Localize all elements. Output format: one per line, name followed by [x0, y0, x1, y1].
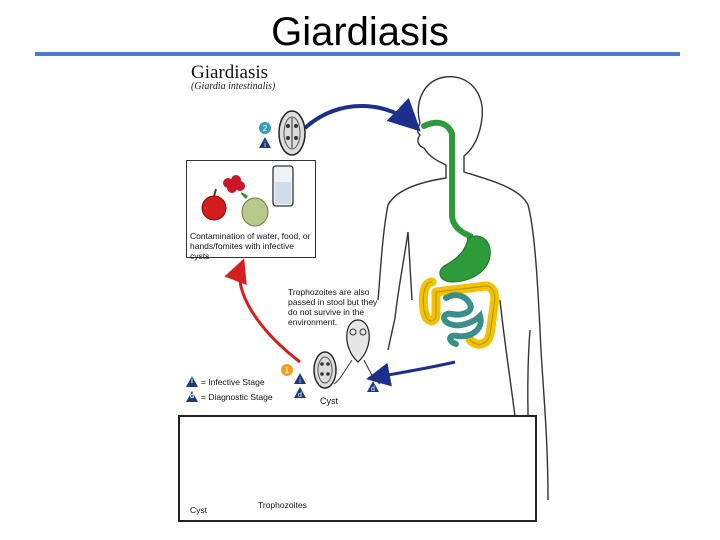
svg-text:2: 2 — [263, 124, 268, 133]
water-glass-illustration — [272, 165, 294, 207]
legend-diagnostic-label: = Diagnostic Stage — [201, 391, 273, 402]
slide-title: Giardiasis — [271, 10, 449, 54]
esophagus-shape — [421, 119, 473, 247]
diagnostic-marker-right: d — [367, 381, 379, 393]
diagram-title: Giardiasis — [191, 62, 269, 83]
legend-diagnostic: d = Diagnostic Stage — [186, 391, 273, 402]
legend-infective: i = Infective Stage — [186, 376, 265, 387]
trophozoite-note: Trophozoites are also passed in stool bu… — [288, 287, 378, 327]
svg-text:i: i — [264, 142, 266, 149]
svg-text:d: d — [298, 392, 302, 399]
step-badge-1: 1 — [281, 364, 293, 376]
bottom-cyst-label: Cyst — [190, 505, 207, 515]
bottom-trophozoites-label: Trophozoites — [258, 500, 307, 510]
diagnostic-stage-icon: d — [186, 391, 198, 402]
environment-arrow — [224, 258, 301, 364]
infective-stage-icon: i — [186, 376, 198, 387]
stomach-shape — [439, 235, 491, 283]
diagram-subtitle: (Giardia intestinalis) — [191, 81, 276, 92]
infective-marker-top: i — [259, 137, 271, 149]
cyst-step1-icon — [313, 351, 337, 389]
contamination-caption: Contamination of water, food, or hands/f… — [190, 231, 311, 261]
diagnostic-marker-mid: d — [294, 387, 306, 399]
svg-text:1: 1 — [285, 366, 290, 375]
excystation-panel — [178, 415, 537, 522]
step-badge-2: 2 — [259, 122, 271, 134]
legend-infective-label: = Infective Stage — [201, 376, 265, 387]
title-rule — [35, 52, 680, 56]
trophozoite-mid-icon — [333, 319, 381, 385]
small-intestine-shape — [441, 292, 484, 347]
cyst-step2-icon — [278, 110, 306, 156]
excretion-arrow — [366, 360, 456, 387]
infective-marker-mid: i — [294, 373, 306, 385]
human-body-outline — [377, 76, 549, 511]
ingestion-arrow — [303, 97, 421, 132]
svg-text:d: d — [371, 386, 375, 393]
svg-text:i: i — [299, 378, 301, 385]
fruit-illustration — [201, 175, 269, 227]
cyst-label: Cyst — [320, 396, 338, 406]
